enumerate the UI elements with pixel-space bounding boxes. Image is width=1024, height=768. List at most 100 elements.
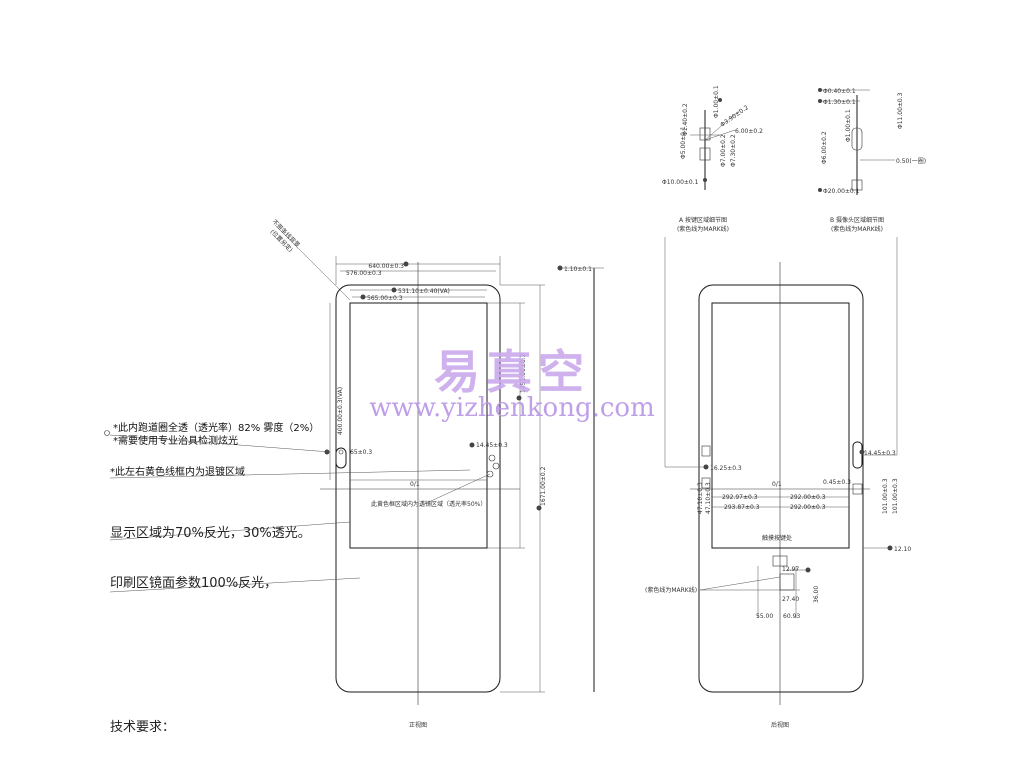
rear-dim-v2-text: 47.10±0.3 [705,482,712,514]
note-print: 印刷区镜面参数100%反光， [110,575,277,591]
front-view-caption: 正视图 [409,721,427,729]
rear-button-top [701,445,711,457]
detail-b-dim-2: Φ1.00±0.1 [845,109,852,142]
rear-dim-r1: 0.45±0.3 [823,479,851,486]
rear-dim-marker-2 [887,545,893,551]
dim-text-right-height: 1671.00±0.2 [540,466,547,506]
detail-a-subtitle: (紫色线为MARK线) [677,225,729,233]
front-left-slot [335,447,347,469]
tech-requirements: 技术要求： [110,720,175,735]
detail-a-marker-1 [718,98,722,102]
detail-b-dim-5: 0.50(一圈) [896,158,926,165]
watermark: 易真空 www.yizhenkong.com [369,345,654,423]
yellow-frame-label: 此黄色框区域内为透镜区域（透光率50%） [371,500,486,508]
dim-marker-display [391,287,397,293]
detail-b-subtitle: (紫色线为MARK线) [831,225,883,233]
detail-a-dim-6: Φ7.30±0.2 [730,134,737,167]
note-display: 显示区域为70%反光，30%透光。 [110,526,311,541]
rear-dim-w1-text: 292.97±0.3 [722,494,758,501]
watermark-url: www.yizhenkong.com [369,393,654,423]
rear-dim-d3: 36.00 [813,586,820,603]
rear-button-label: 触摸按键处 [762,534,792,542]
detail-a-dim-0: Φ1.40±0.2 [682,103,689,136]
rear-dim-w4-text: 292.00±0.3 [790,504,826,511]
rear-camera-mark [852,483,863,495]
rear-mid-label: 0/1 [772,481,782,488]
dim-marker-window [360,294,366,300]
rear-display-area [711,302,850,549]
detail-b-marker-3 [818,188,822,192]
leader-yellow-frame [419,473,491,507]
detail-b-marker-1 [818,88,822,92]
detail-b-mark [851,179,863,191]
rear-mark-box [779,573,795,591]
rear-dim-marker-1 [805,567,811,573]
rear-dim-w3-text: 292.00±0.3 [790,494,826,501]
detail-a-dim-5: Φ7.00±0.2 [720,134,727,167]
front-display-area [349,302,488,549]
rear-dim-marker-4 [859,449,865,455]
detail-a-dim-7: Φ10.00±0.1 [662,179,699,186]
detail-b-dim-0: Φ0.40±0.1 [823,88,856,95]
rear-touch-button [772,555,788,567]
detail-b-dim-4: Φ20.00±0.1 [823,188,860,195]
note-line-1: *此内跑道圈全透（透光率）82% 雾度（2%） [113,421,319,434]
dim-marker-top [403,261,409,267]
side-dim-text: 1.10±0.1 [564,266,592,273]
detail-b-title: B 摄像头区域细节图 [830,216,884,224]
detail-a-title: A 按键区域细节图 [679,216,727,224]
detail-a: Φ1.40±0.2 Φ1.00±0.1 Φ3.90±0.2 6.00±0.2 Φ… [662,85,763,233]
marker-circle-3 [486,470,494,478]
front-mid-label: 0/1 [410,481,420,488]
detail-b: Φ0.40±0.1 Φ1.30±0.1 Φ1.00±0.1 Φ6.00±0.2 … [818,88,926,233]
detail-a-marker-2 [703,178,707,182]
rear-dim-marker-3 [703,464,709,470]
dim-text-display-width: 531.10±0.40(VA) [398,288,450,295]
detail-b-camera [851,127,863,151]
dim-text-hole-right: 14.45±0.3 [476,442,508,449]
dim-text-window-width: 565.00±0.3 [367,295,403,302]
detail-a-dim-3: 6.00±0.2 [735,128,763,135]
detail-a-dim-2: Φ3.90±0.2 [719,104,750,129]
rear-dim-left-hole: 16.25±0.3 [710,465,742,472]
rear-view: 16.25±0.3 14.45±0.3 0.45±0.3 292.97±0.3 … [645,237,911,729]
note-leader-3 [109,521,351,541]
detail-a-dim-4: Φ5.00±0.1 [680,126,687,159]
dim-text-left-vertical: 400.00±0.3(VA) [337,387,344,435]
detail-b-marker-2 [818,99,822,103]
side-view: 1.10±0.1 [557,265,604,692]
watermark-cn: 易真空 [434,345,590,399]
rear-view-caption: 后视图 [771,721,789,729]
note-leader-1 [109,434,331,453]
dim-text-top-width: 640.00±0.3 [368,263,404,270]
detail-a-dim-1: Φ1.00±0.1 [713,85,720,118]
rear-dim-w2-text: 293.87±0.3 [724,504,760,511]
rear-mark-leader-1 [699,576,781,591]
note-leader-2 [109,469,471,479]
rear-button-bottom [701,477,711,489]
rear-dim-right-hole: 14.45±0.3 [864,450,896,457]
dim-text-inner-width: 576.00±0.3 [346,270,382,277]
note-leader-4 [109,577,361,593]
leader-top-note [274,224,351,301]
detail-a-button-2 [699,147,711,161]
rear-dim-d5: 60.93 [783,613,800,620]
rear-dim-v3-text: 101.00±0.3 [882,478,889,514]
dim-text-hole-left: 65±0.3 [350,449,372,456]
dim-marker-right-height [536,505,542,511]
marker-circle-1 [488,454,496,462]
dim-text-window-height: 1451.00±0.2 [520,353,527,393]
side-dim-marker [557,265,563,271]
marker-circle-2 [492,462,500,470]
rear-dim-d6: 12.10 [894,546,911,553]
rear-dim-d4: 55.00 [756,613,773,620]
rear-camera-slot [852,441,863,469]
front-left-hole [338,449,344,455]
detail-b-dim-3: Φ6.00±0.2 [821,131,828,164]
dim-marker-window-height [516,395,522,401]
rear-mark-note: (紫色线为MARK线) [645,586,697,594]
note-line-2: *需要使用专业治具检测炫光 [113,434,238,447]
rear-dim-d2: 27.40 [782,596,799,603]
rear-dim-v1-text: 47.10±0.3 [697,482,704,514]
